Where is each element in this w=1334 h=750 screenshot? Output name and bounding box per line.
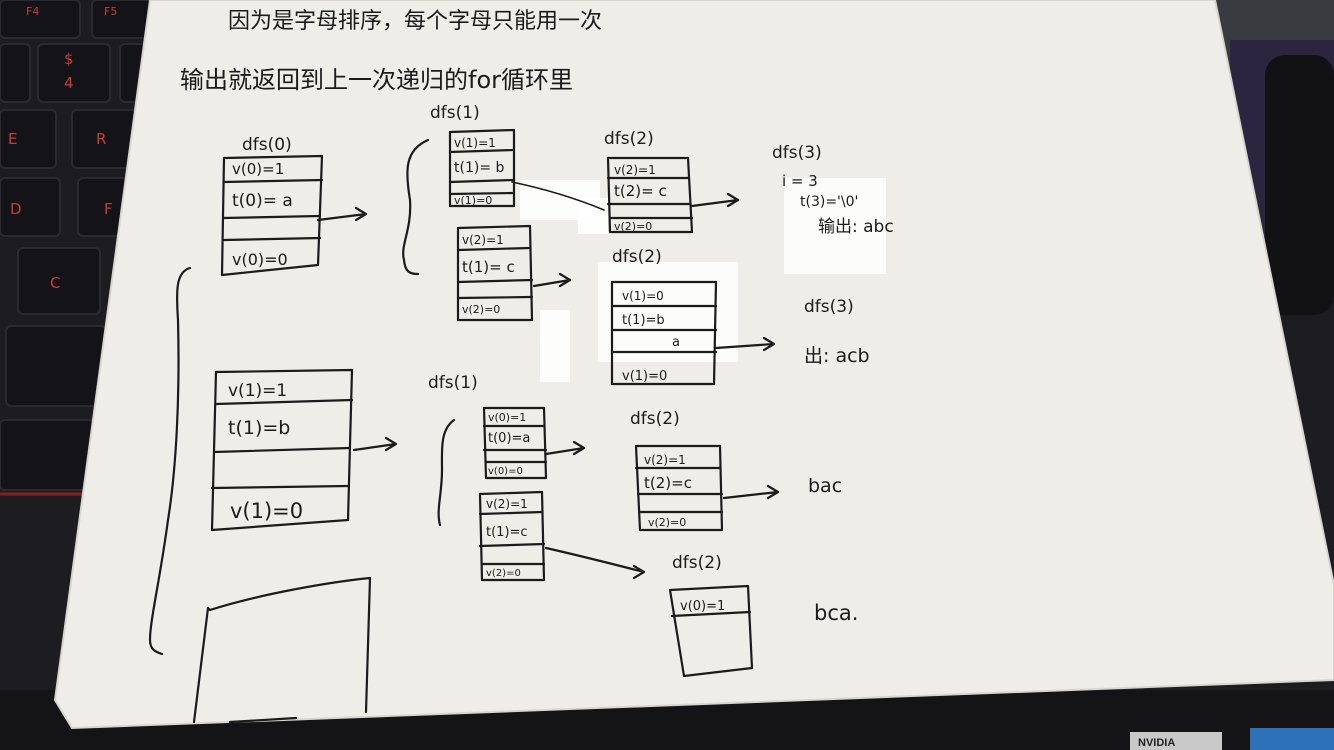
key-c-label: C [50, 274, 60, 292]
dfs3b-label: dfs(3) [804, 297, 854, 317]
dfs0-label: dfs(0) [242, 135, 292, 155]
nvidia-sticker-label: NVIDIA [1138, 737, 1175, 749]
key-4 [38, 44, 110, 102]
dfs1b-row-3: v(2)=0 [462, 303, 500, 316]
dfs0-row-1: v(0)=1 [232, 160, 284, 178]
bottom-dfs2b-label: dfs(2) [672, 553, 722, 573]
correction-patch-2 [578, 198, 608, 234]
dfs2a-label: dfs(2) [604, 129, 654, 149]
intel-sticker [1250, 728, 1334, 750]
key-d [0, 178, 60, 236]
dfs1a-label: dfs(1) [430, 103, 480, 123]
dfs2a-row-2: t(2)= c [614, 182, 667, 200]
note-line-1: 因为是字母排序，每个字母只能用一次 [228, 9, 602, 34]
dfs3a-row-1: i = 3 [782, 172, 818, 190]
key-f4-label: F4 [26, 5, 39, 18]
key-e-label: E [8, 130, 17, 148]
bottom-output-bac: bac [808, 475, 842, 497]
bottom-dfs1-row-2: t(0)=a [488, 431, 530, 446]
note-line-2: 输出就返回到上一次递归的for循环里 [180, 66, 573, 94]
dfs2a-row-3: v(2)=0 [614, 220, 652, 233]
key-4-label: 4 [64, 74, 74, 92]
mouse [1265, 55, 1334, 315]
dfs2b-row-4: v(1)=0 [622, 369, 667, 384]
dfs3b-output: 出: acb [804, 345, 870, 367]
key-bottom-left [0, 420, 94, 490]
correction-patch-5 [540, 310, 570, 382]
dfs2b-row-2: t(1)=b [622, 313, 665, 328]
key-blank-1 [0, 44, 30, 102]
dfs1a-row-1: v(1)=1 [454, 136, 496, 150]
dfs0-row-4: v(0)=0 [232, 250, 288, 269]
dfs1a-row-2: t(1)= b [454, 160, 505, 176]
dfs3a-row-2: t(3)='\0' [800, 194, 858, 210]
bottom-dfs1b-row-2: t(1)=c [486, 525, 528, 540]
dfs2a-row-1: v(2)=1 [614, 163, 656, 177]
bottom-main-row-4: v(1)=0 [230, 499, 303, 523]
key-f-label: F [104, 200, 113, 218]
bottom-output-bca: bca. [814, 601, 858, 625]
dfs0-row-2: t(0)= a [232, 191, 293, 211]
bottom-dfs1b-row-1: v(2)=1 [486, 497, 528, 511]
key-f4 [0, 0, 80, 38]
dfs1b-row-2: t(1)= c [462, 258, 515, 276]
key-r-label: R [96, 130, 106, 148]
key-4-shift-label: $ [64, 50, 74, 68]
dfs2b-row-1-text: v(1)=0 [622, 289, 664, 303]
bottom-dfs1-row-3: v(0)=0 [488, 466, 523, 477]
bottom-dfs2b-row-1: v(0)=1 [680, 599, 725, 614]
notebook-page [55, 0, 1334, 728]
bottom-dfs1-row-1: v(0)=1 [488, 411, 526, 424]
bottom-dfs1-label: dfs(1) [428, 373, 478, 393]
bottom-dfs1b-row-3: v(2)=0 [486, 568, 521, 579]
key-f5-label: F5 [104, 5, 117, 18]
bottom-dfs2a-label: dfs(2) [630, 409, 680, 429]
dfs2b-row-3: a [672, 335, 680, 350]
bottom-dfs2a-row-3: v(2)=0 [648, 516, 686, 529]
dfs1b-row-1: v(2)=1 [462, 233, 504, 247]
dfs3a-label: dfs(3) [772, 143, 822, 163]
dfs2b-label: dfs(2) [612, 247, 662, 267]
key-space-left [6, 326, 106, 406]
dfs1a-row-3: v(1)=0 [454, 194, 492, 207]
bottom-dfs2a-row-1: v(2)=1 [644, 453, 686, 467]
key-d-label: D [10, 200, 22, 218]
bottom-main-row-2: t(1)=b [228, 417, 290, 439]
bottom-main-row-1: v(1)=1 [228, 381, 287, 401]
dfs3a-row-3: 输出: abc [818, 217, 894, 237]
bottom-dfs2a-row-2: t(2)=c [644, 474, 692, 492]
